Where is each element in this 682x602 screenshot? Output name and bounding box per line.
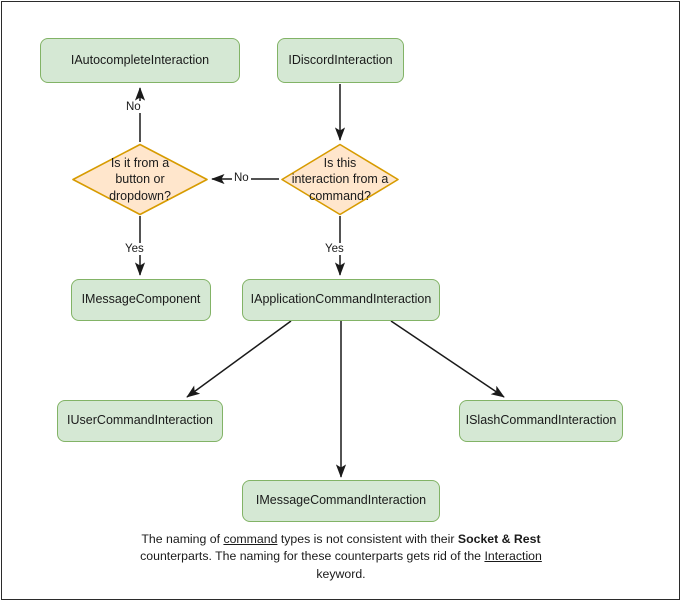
node-label: IApplicationCommandInteraction — [250, 292, 432, 307]
caption-line1-pre: The naming of — [141, 532, 224, 546]
edge-label-no-up: No — [124, 101, 143, 113]
diamond-shape — [72, 143, 208, 216]
node-label: ISlashCommandInteraction — [465, 413, 617, 428]
node-message-component[interactable]: IMessageComponent — [71, 279, 211, 321]
node-autocomplete-interaction[interactable]: IAutocompleteInteraction — [40, 38, 240, 83]
caption-underline-interaction: Interaction — [484, 549, 542, 564]
caption-line2-post: counterparts. The naming for these — [140, 549, 332, 564]
node-is-it-from-button-or-dropdown[interactable]: Is it from a button or dropdown? — [68, 142, 212, 217]
node-slash-command-interaction[interactable]: ISlashCommandInteraction — [459, 400, 623, 442]
edge-label-yes-left: Yes — [123, 243, 146, 255]
caption-bold-socket-rest: Socket & Rest — [457, 532, 541, 546]
caption-line1-post: types is not consistent with their — [277, 532, 455, 546]
node-label: IUserCommandInteraction — [67, 413, 213, 428]
node-label: IAutocompleteInteraction — [70, 52, 210, 67]
caption-line3-pre: counterparts gets rid of the — [334, 549, 485, 564]
edge-label-no-left: No — [232, 172, 251, 184]
edge-application-command-to-slash-command — [390, 320, 505, 398]
node-label: IDiscordInteraction — [288, 52, 393, 67]
caption-text: The naming of command types is not consi… — [140, 531, 542, 583]
node-label: IMessageComponent — [81, 292, 201, 307]
edge-label-yes-right: Yes — [323, 243, 346, 255]
diamond-shape — [281, 143, 399, 216]
node-application-command-interaction[interactable]: IApplicationCommandInteraction — [242, 279, 440, 321]
node-user-command-interaction[interactable]: IUserCommandInteraction — [57, 400, 223, 442]
caption-line3-post: keyword. — [316, 566, 366, 581]
caption-underline-command: command — [223, 532, 278, 546]
node-is-this-interaction-from-a-command[interactable]: Is this interaction from a command? — [279, 142, 401, 217]
edge-application-command-to-user-command — [186, 320, 292, 398]
node-discord-interaction[interactable]: IDiscordInteraction — [277, 38, 404, 83]
node-message-command-interaction[interactable]: IMessageCommandInteraction — [242, 480, 440, 522]
node-label: IMessageCommandInteraction — [255, 493, 427, 508]
